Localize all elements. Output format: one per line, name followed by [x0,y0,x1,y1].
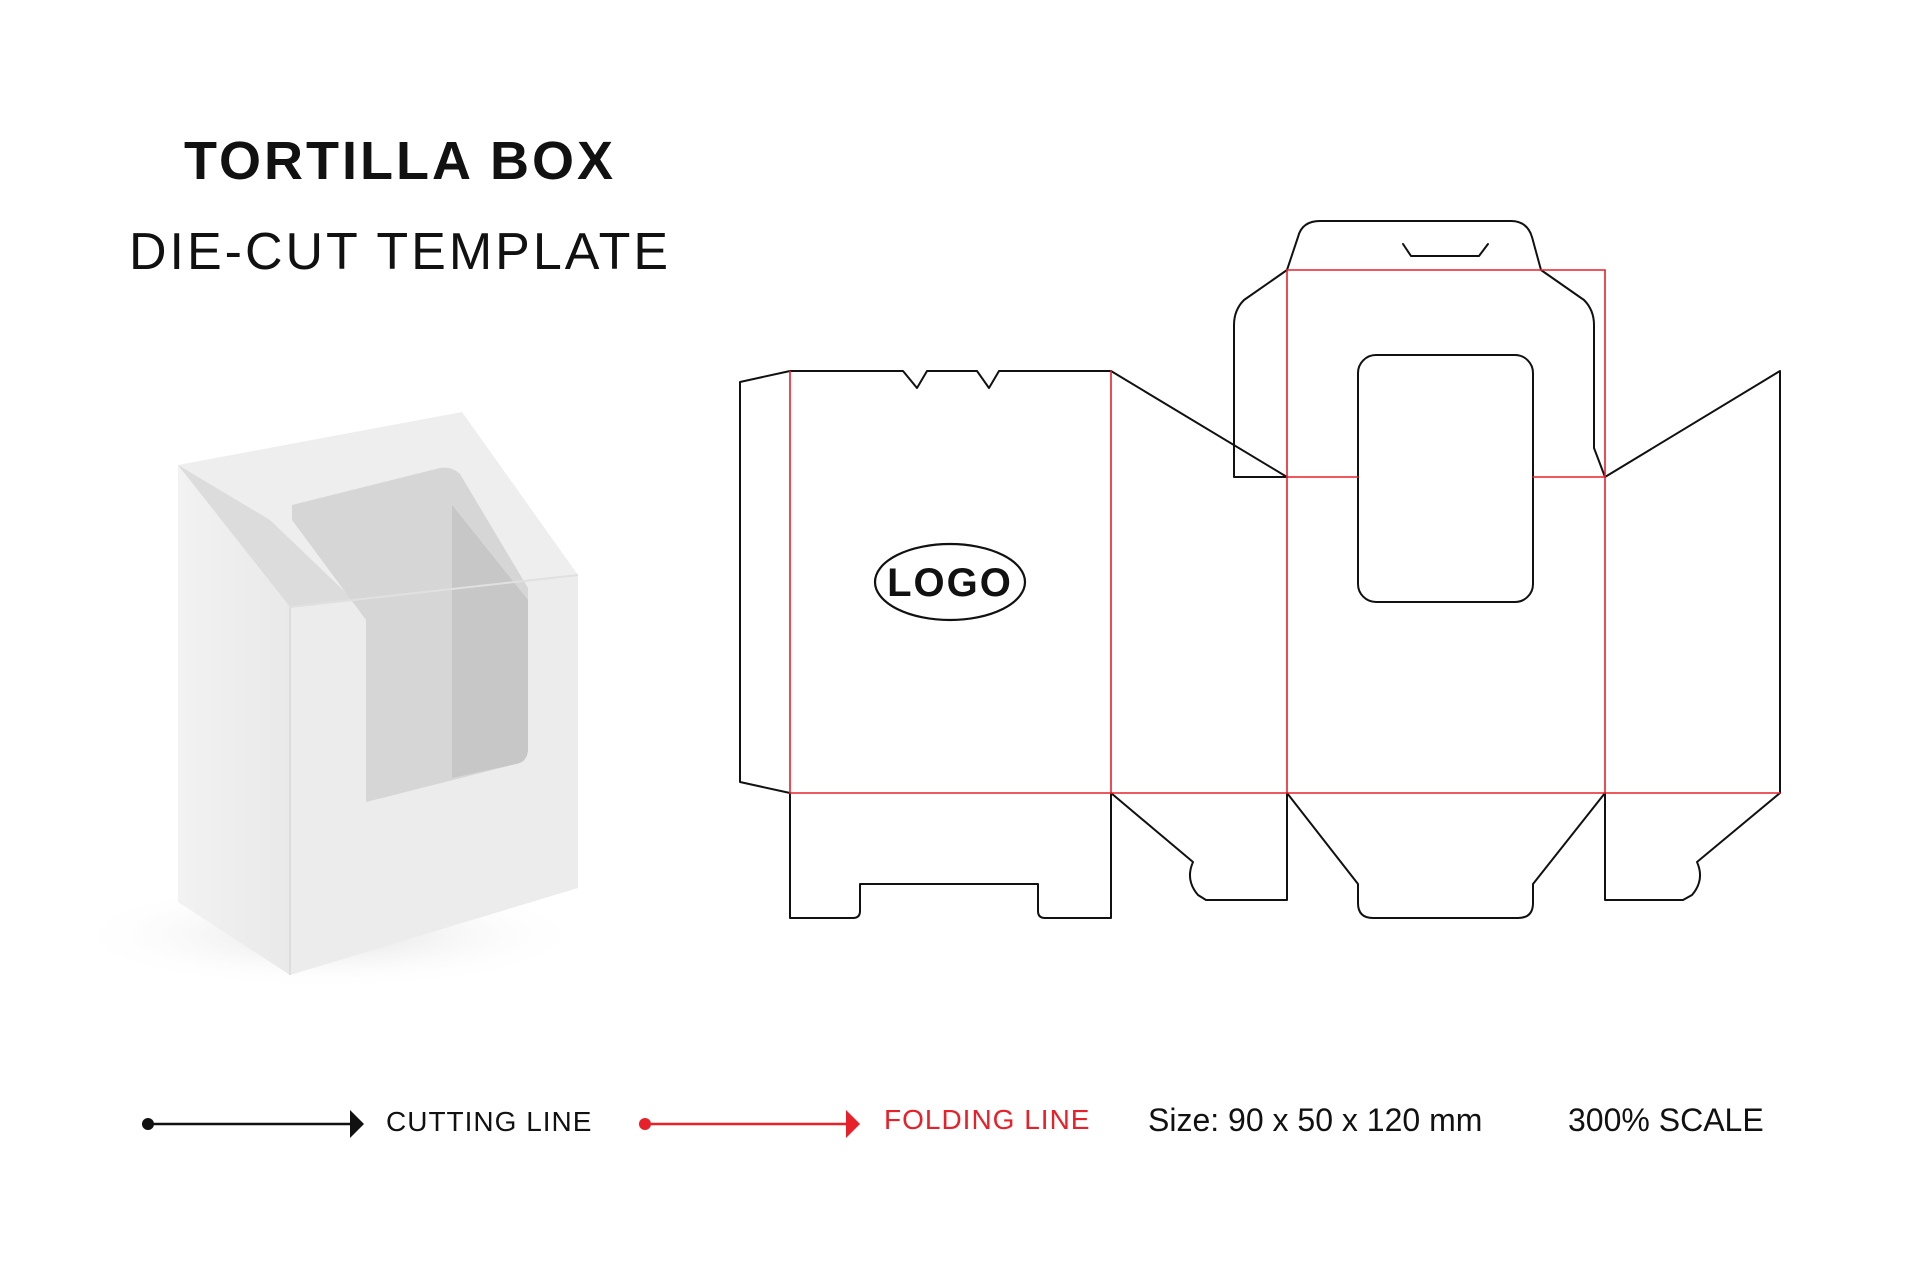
template-subtitle: DIE-CUT TEMPLATE [128,223,672,281]
folding-arrow-head [846,1110,860,1138]
tuck-slot [1402,243,1489,257]
legend-cutting-arrow [142,1110,364,1138]
panel4-top-flap [1604,370,1781,794]
panel1-top-edge [789,370,1112,389]
box-edge-2 [289,574,579,608]
box-left-side [178,465,290,975]
folding-lines [789,269,1781,794]
window-cutout [1357,354,1534,603]
cutting-lines [739,220,1781,919]
cutting-arrow-head [350,1110,364,1138]
cutting-line-label: CUTTING LINE [386,1106,593,1137]
size-label: Size: 90 x 50 x 120 mm [1148,1102,1483,1138]
panel3-top-lid [1233,220,1606,478]
logo-text: LOGO [887,561,1013,605]
panel2-bottom-flap [1110,792,1288,901]
box-top-fold-shade [178,465,362,608]
box-window-inner [452,505,528,778]
legend-folding-arrow [639,1110,860,1138]
panel2-top-flap [1110,370,1288,478]
template-title: TORTILLA BOX [184,131,616,191]
panel3-bottom-flap [1286,792,1606,919]
logo-ellipse [873,542,1027,622]
glue-flap [739,370,791,794]
scale-label: 300% SCALE [1568,1102,1764,1138]
folding-line-label: FOLDING LINE [884,1104,1091,1135]
panel4-bottom-flap [1604,792,1781,901]
panel1-bottom-flap [789,792,1112,919]
